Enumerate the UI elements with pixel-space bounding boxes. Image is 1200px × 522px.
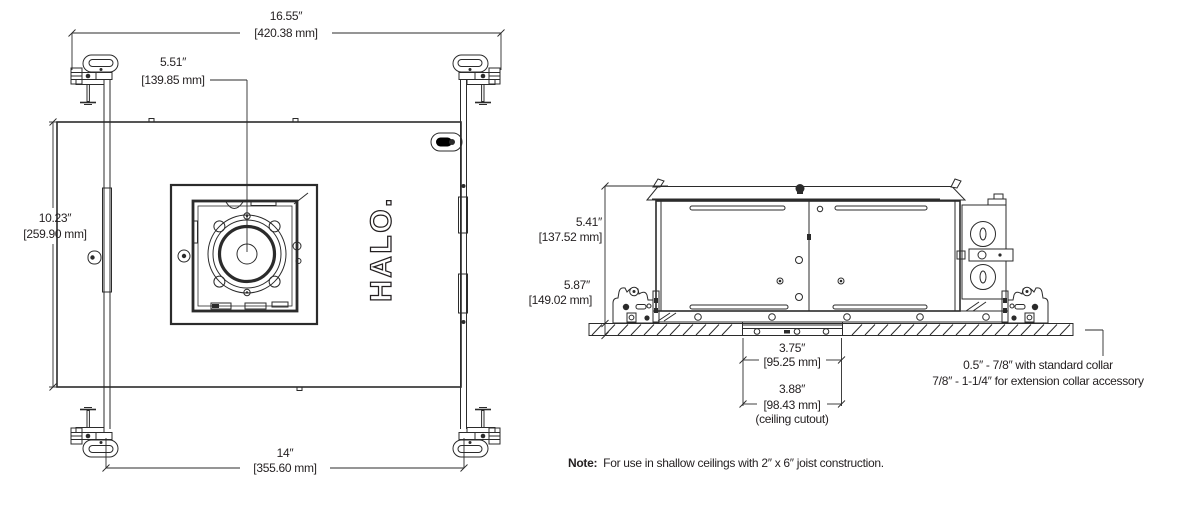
footnote: Note: For use in shallow ceilings with 2″… xyxy=(568,456,884,470)
dim-caption: (ceiling cutout) xyxy=(755,412,829,426)
housing-cap xyxy=(645,178,967,201)
mounting-flange xyxy=(640,310,1010,323)
ceiling-section xyxy=(588,322,1074,336)
dim-text: 16.55″ xyxy=(270,9,304,23)
footnote-text: For use in shallow ceilings with 2″ x 6″… xyxy=(603,456,884,470)
side-view: 5.41″ [137.52 mm] 5.87″ [149.02 mm] 3.75… xyxy=(529,178,1144,426)
square-trim-aperture xyxy=(169,183,319,326)
dim-text: [95.25 mm] xyxy=(763,355,820,369)
dim-text: [149.02 mm] xyxy=(529,293,592,307)
knockout xyxy=(970,221,996,247)
bracket-right xyxy=(1001,286,1049,324)
housing-plan-outline xyxy=(56,121,462,388)
foot-top-left xyxy=(70,54,119,106)
socket-cup-detail xyxy=(430,132,463,152)
dim-text: [259.90 mm] xyxy=(23,227,86,241)
housing-tab xyxy=(292,118,299,123)
foot-bottom-left xyxy=(70,406,119,458)
housing-body xyxy=(655,200,961,312)
dim-text: 5.87″ xyxy=(564,278,591,292)
dim-text: 14″ xyxy=(277,446,295,460)
dim-text: [420.38 mm] xyxy=(254,26,317,40)
cap-bolt xyxy=(795,184,805,193)
housing-tab xyxy=(296,386,303,391)
dim-text: 5.51″ xyxy=(160,55,187,69)
dim-text: [139.85 mm] xyxy=(141,73,204,87)
collar-note-line1: 0.5″ - 7/8″ with standard collar xyxy=(963,358,1113,372)
collar-note-line2: 7/8″ - 1-1/4″ for extension collar acces… xyxy=(932,374,1144,388)
plan-view: HALO. 16.55″ [420.38 mm] 5.51″ [139.85 m… xyxy=(23,9,505,475)
dim-collar-cutout: 3.75″ [95.25 mm] 3.88″ [98.43 mm] (ceili… xyxy=(739,338,846,426)
dim-overall-width: 16.55″ [420.38 mm] xyxy=(68,9,505,70)
dim-heights: 5.41″ [137.52 mm] 5.87″ [149.02 mm] xyxy=(529,182,668,340)
dim-text: 3.88″ xyxy=(779,382,806,396)
housing-tab xyxy=(148,118,155,123)
dim-center-offset: 5.51″ [139.85 mm] xyxy=(141,55,248,252)
collar-range-note: 0.5″ - 7/8″ with standard collar 7/8″ - … xyxy=(932,329,1144,388)
collar xyxy=(742,322,843,336)
hanger-rail-right xyxy=(458,80,468,429)
dim-text: 10.23″ xyxy=(39,211,73,225)
knockout xyxy=(970,264,996,290)
dim-text: [355.60 mm] xyxy=(253,461,316,475)
dim-text: 3.75″ xyxy=(779,341,806,355)
dim-bar-span: 14″ [355.60 mm] xyxy=(102,438,468,475)
ceiling-hatch xyxy=(591,324,1071,336)
dim-depth: 10.23″ [259.90 mm] xyxy=(23,118,87,391)
halo-logo: HALO. xyxy=(365,196,398,302)
dim-text: [98.43 mm] xyxy=(763,398,820,412)
bracket-left xyxy=(612,286,660,324)
dim-text: 5.41″ xyxy=(576,215,603,229)
junction-box xyxy=(956,193,1014,312)
dim-text: [137.52 mm] xyxy=(539,230,602,244)
footnote-label: Note: xyxy=(568,456,597,470)
hanger-rail-left xyxy=(87,80,112,429)
